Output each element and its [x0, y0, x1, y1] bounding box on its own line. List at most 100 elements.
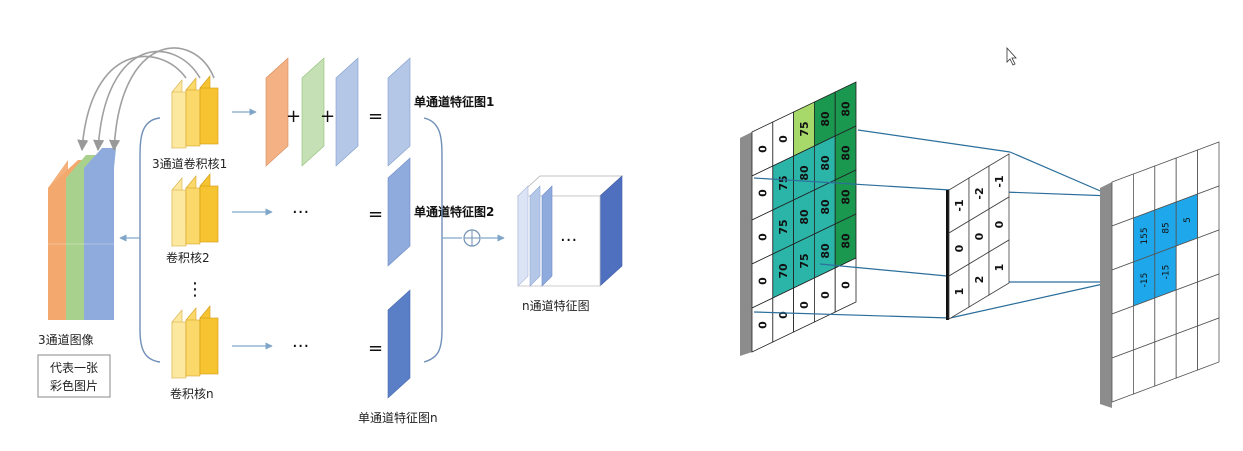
input-cell-value: 0	[840, 281, 853, 289]
note-box: 代表一张 彩色图片	[37, 354, 111, 398]
dots-row-2: ···	[292, 202, 309, 223]
kernel-cell-value: 2	[973, 276, 986, 284]
output-cell	[1175, 281, 1198, 335]
input-cell-value: 80	[819, 111, 832, 127]
output-cell	[1175, 149, 1198, 203]
input-cell-value: 0	[819, 291, 832, 299]
input-cell-value: 75	[798, 253, 811, 268]
note-line-2: 彩色图片	[50, 379, 98, 393]
output-label: n通道特征图	[522, 298, 590, 313]
slice-blue	[335, 57, 359, 167]
input-cell-value: 80	[819, 199, 832, 215]
input-cell-value: 80	[840, 145, 853, 161]
feature-n-label: 单通道特征图n	[358, 410, 438, 425]
output-cell	[1111, 349, 1134, 403]
output-cell	[1197, 185, 1220, 239]
output-cell-value: -15	[1162, 265, 1172, 280]
input-cell	[834, 257, 857, 313]
output-cell	[1197, 141, 1220, 195]
output-frame-side	[1100, 182, 1112, 408]
kernel-cell-value: -2	[973, 187, 986, 199]
input-cell-value: 75	[777, 219, 790, 234]
output-cell	[1154, 289, 1177, 343]
input-cell-value: 0	[756, 277, 769, 285]
kernel-cell-value: -1	[993, 175, 1006, 187]
input-frame-side	[740, 132, 752, 356]
dots-row-3: ···	[292, 336, 309, 357]
input-cell-value: 80	[798, 165, 811, 181]
input-cell-value: 0	[756, 321, 769, 329]
kernel-1-label: 3通道卷积核1	[152, 156, 227, 171]
input-cell-value: 80	[840, 189, 853, 205]
note-line-1: 代表一张	[50, 361, 98, 375]
output-cell	[1197, 273, 1220, 327]
input-cell-value: 75	[777, 175, 790, 190]
kernel-cell-value: 0	[953, 244, 966, 252]
output-cell	[1175, 237, 1198, 291]
output-cell	[1111, 173, 1134, 227]
input-cell-value: 70	[777, 263, 790, 279]
loop-arrows	[77, 47, 215, 152]
projection-lines	[753, 129, 1113, 319]
slice-orange	[265, 57, 289, 167]
kernel-2-label: 卷积核2	[166, 250, 210, 265]
plus-2: +	[320, 106, 335, 127]
input-cell-value: 0	[756, 145, 769, 153]
output-cell-value: 85	[1162, 222, 1172, 233]
slice-green	[301, 57, 325, 167]
kernel-frame-edge	[946, 190, 949, 320]
kernel-cell-value: 0	[973, 232, 986, 240]
kernel-cell-value: 1	[993, 264, 1006, 272]
input-cell-value: 0	[777, 311, 790, 319]
mouse-pointer-icon	[1006, 46, 1017, 66]
output-cell	[1154, 333, 1177, 387]
equals-2: =	[368, 204, 383, 225]
kernel-cell-value: -1	[953, 199, 966, 211]
left-diagram: 3通道图像 代表一张 彩色图片 3通道卷积核1	[37, 47, 624, 425]
right-diagram: 0075808007580808007580808007075808000000…	[740, 81, 1220, 408]
input-cell-value: 0	[777, 135, 790, 143]
input-image-stack	[48, 148, 116, 320]
input-cell-value: 0	[756, 233, 769, 241]
kernel-n-label: 卷积核n	[170, 386, 214, 401]
output-cell	[1111, 261, 1134, 315]
input-cell-value: 80	[819, 243, 832, 259]
input-cell-value: 0	[756, 189, 769, 197]
plus-1: +	[286, 106, 301, 127]
input-cell-value: 80	[819, 155, 832, 171]
output-cell	[1154, 157, 1177, 211]
left-bracket	[139, 117, 161, 363]
input-cell-value: 80	[798, 209, 811, 225]
kernel-cell	[988, 239, 1010, 296]
vertical-dots: ⋮	[186, 279, 204, 300]
output-cell-value: -15	[1140, 273, 1150, 288]
input-cell-value: 80	[840, 233, 853, 249]
feature-2-label: 单通道特征图2	[414, 204, 494, 219]
output-cell	[1133, 297, 1156, 351]
kernel-1	[171, 75, 219, 149]
output-cell	[1133, 341, 1156, 395]
output-cube: ···	[516, 175, 624, 287]
input-image-label: 3通道图像	[38, 333, 94, 347]
output-cell-value: 155	[1140, 227, 1150, 244]
kernel-cell-value: 1	[953, 288, 966, 296]
output-cell-value: 5	[1183, 217, 1193, 223]
output-cell	[1197, 229, 1220, 283]
input-cell-value: 75	[798, 121, 811, 136]
kernel-n	[171, 305, 219, 379]
feature-1-label: 单通道特征图1	[414, 94, 494, 109]
kernel-cell-value: 0	[993, 220, 1006, 228]
output-cell	[1111, 305, 1134, 359]
equals-3: =	[368, 338, 383, 359]
feature-map-2	[387, 157, 411, 267]
feature-map-n	[387, 289, 411, 399]
input-cell-value: 80	[840, 101, 853, 117]
output-dots: ···	[560, 230, 577, 251]
right-bracket	[423, 117, 443, 363]
output-cell	[1175, 325, 1198, 379]
kernel-2	[171, 173, 219, 247]
output-cell	[1197, 317, 1220, 371]
feature-map-1	[387, 57, 411, 167]
